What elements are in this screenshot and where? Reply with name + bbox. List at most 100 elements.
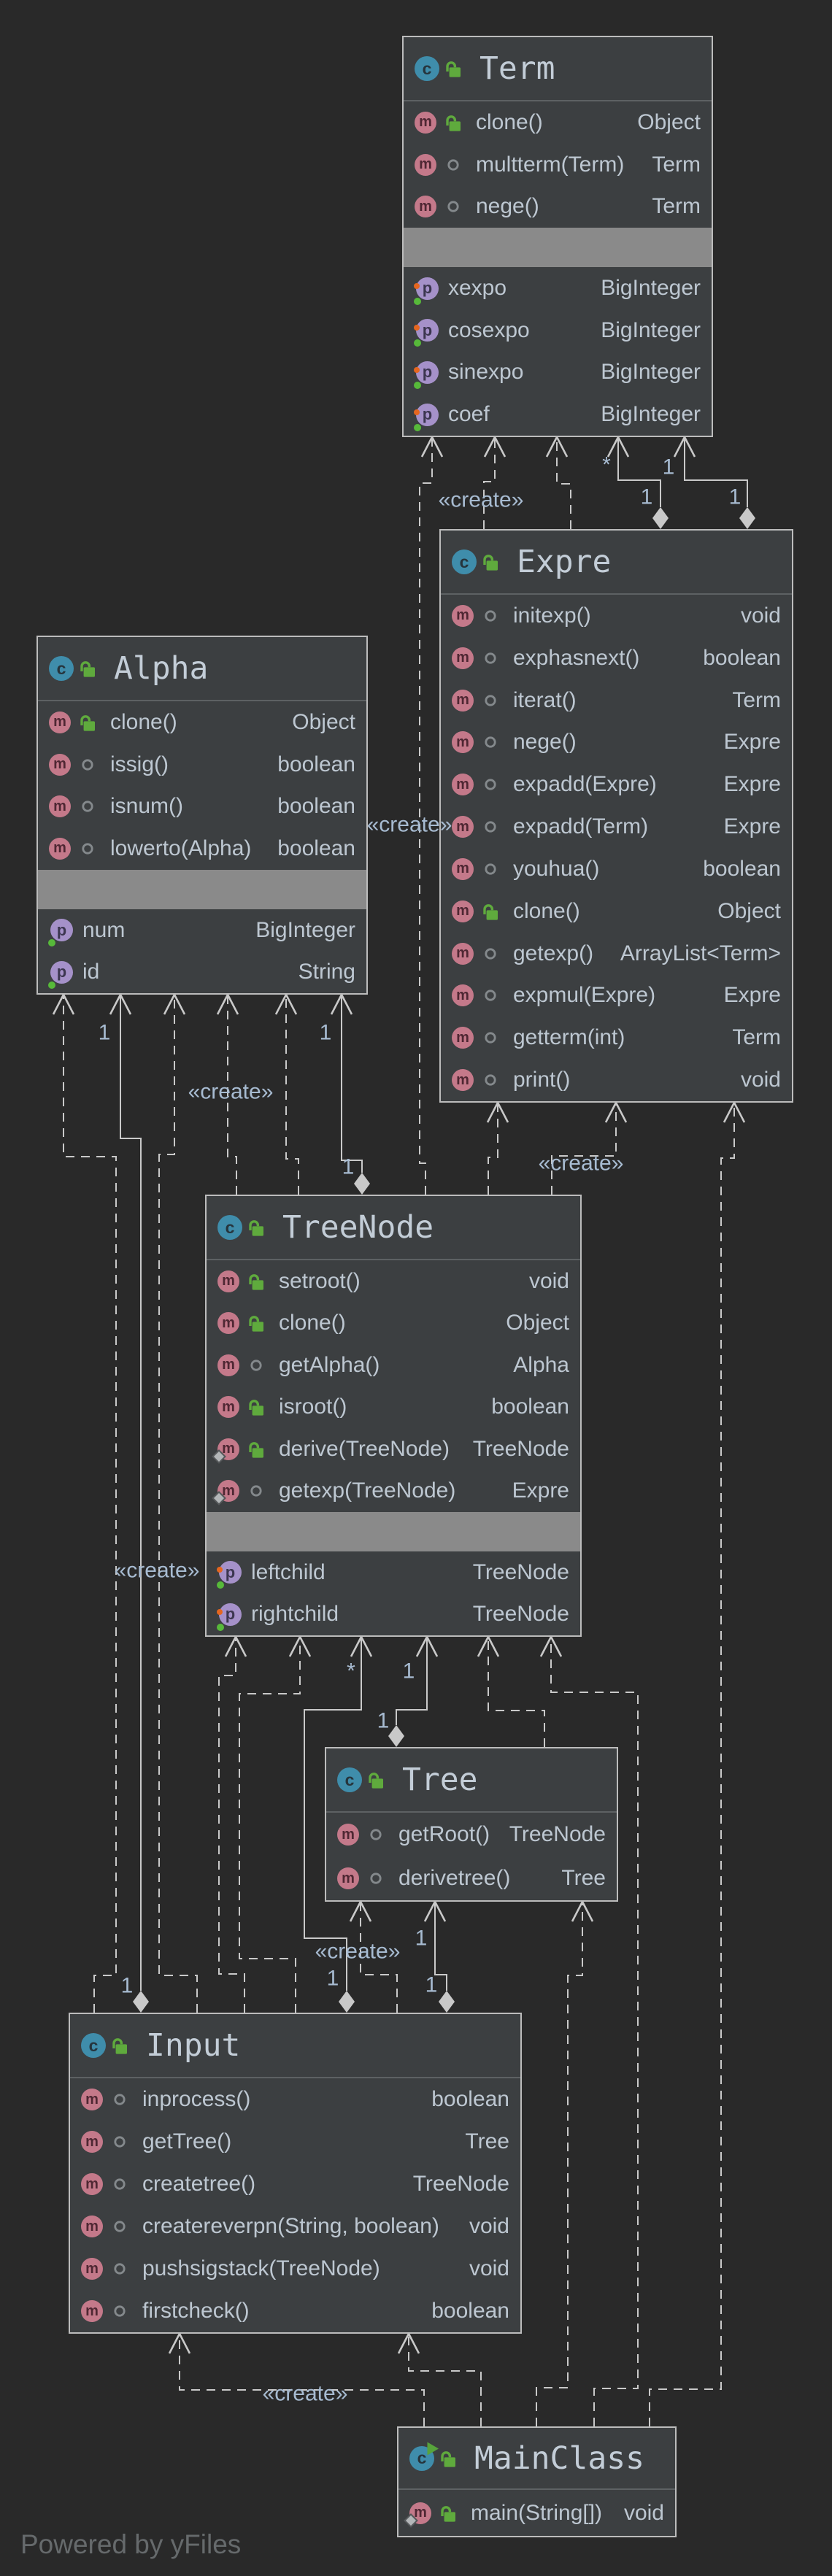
method-row-input-3[interactable]: m createreverpn(String, boolean) void [70,2205,520,2248]
method-icon: m [452,1027,474,1049]
method-row-expre-3[interactable]: m nege() Expre [441,721,792,763]
visibility-ring-icon [82,843,93,855]
property-row-treenode-0[interactable]: p leftchild TreeNode [207,1551,580,1594]
visibility-ring-icon [82,801,93,812]
public-lock-icon [483,903,498,920]
method-return-type: Expre [723,772,781,797]
method-name: youhua() [513,856,600,881]
method-row-term-0[interactable]: m clone() Object [404,101,712,144]
method-row-expre-4[interactable]: m expadd(Expre) Expre [441,763,792,806]
method-row-treenode-2[interactable]: m getAlpha() Alpha [207,1344,580,1387]
static-diamond-badge [212,1491,226,1506]
method-row-input-0[interactable]: m inprocess() boolean [70,2078,520,2121]
method-name: nege() [476,194,539,219]
visibility-ring-icon [447,158,459,171]
method-row-alpha-0[interactable]: m clone() Object [38,701,366,744]
property-row-alpha-0[interactable]: p num BigInteger [38,909,366,952]
method-icon: m [212,1438,239,1464]
open-arrowhead-icon [420,435,444,458]
open-arrowhead-icon [723,1100,746,1123]
method-icon: m [49,753,71,776]
method-return-type: void [623,2500,664,2525]
class-header-term: c Term [404,37,712,101]
composition-diamond-icon [652,507,669,529]
method-name: getTree() [142,2129,232,2153]
method-row-input-2[interactable]: m createtree() TreeNode [70,2163,520,2205]
property-type: TreeNode [472,1559,569,1584]
class-icon: c [337,1767,362,1792]
method-row-alpha-3[interactable]: m lowerto(Alpha) boolean [38,828,366,870]
visibility-ring-icon [447,201,459,212]
method-row-expre-7[interactable]: m clone() Object [441,890,792,933]
method-row-treenode-1[interactable]: m clone() Object [207,1303,580,1345]
class-node-alpha[interactable]: c Alpha m clone() Object m issig() boole… [36,636,368,995]
method-name: clone() [279,1311,346,1335]
method-icon: m [452,1069,474,1092]
method-row-alpha-2[interactable]: m isnum() boolean [38,785,366,828]
property-row-term-0[interactable]: p xexpo BigInteger [404,267,712,309]
public-lock-icon [80,661,95,677]
method-name: createreverpn(String, boolean) [142,2214,439,2238]
method-icon: m [212,1480,239,1506]
method-icon: m [415,153,436,176]
method-row-treenode-4[interactable]: m derive(TreeNode) TreeNode [207,1428,580,1470]
property-row-treenode-1[interactable]: p rightchild TreeNode [207,1594,580,1636]
method-row-term-2[interactable]: m nege() Term [404,185,712,228]
property-row-alpha-1[interactable]: p id String [38,951,366,993]
method-row-expre-2[interactable]: m iterat() Term [441,679,792,722]
method-row-treenode-5[interactable]: m getexp(TreeNode) Expre [207,1470,580,1513]
public-lock-icon [112,2038,127,2054]
method-row-expre-10[interactable]: m getterm(int) Term [441,1017,792,1059]
visibility-ring-icon [114,2221,126,2232]
method-row-input-1[interactable]: m getTree() Tree [70,2121,520,2163]
method-name: expadd(Expre) [513,772,657,797]
method-icon: m [49,711,71,733]
composition-diamond-icon [388,1725,404,1747]
public-lock-icon [80,715,95,731]
method-row-treenode-3[interactable]: m isroot() boolean [207,1387,580,1429]
method-row-expre-0[interactable]: m initexp() void [441,595,792,637]
method-row-alpha-1[interactable]: m issig() boolean [38,744,366,786]
method-row-expre-8[interactable]: m getexp() ArrayList<Term> [441,933,792,975]
method-row-expre-11[interactable]: m print() void [441,1059,792,1101]
method-row-input-4[interactable]: m pushsigstack(TreeNode) void [70,2248,520,2290]
method-row-expre-9[interactable]: m expmul(Expre) Expre [441,974,792,1017]
method-icon: m [81,2173,103,2195]
visibility-ring-icon [485,863,496,875]
class-node-tree[interactable]: c Tree m getRoot() TreeNode m derivetree… [325,1747,618,1902]
property-row-term-3[interactable]: p coef BigInteger [404,393,712,436]
edge-treenode-alpha-2 [285,995,299,1195]
open-arrowhead-icon [477,1635,500,1657]
method-row-term-1[interactable]: m multterm(Term) Term [404,144,712,186]
class-header-treenode: c TreeNode [207,1196,580,1260]
green-dot-icon [48,939,55,947]
edge-input-alpha-3 [158,995,198,2013]
class-icon: c [409,2442,439,2471]
method-icon: m [452,689,474,712]
method-row-expre-1[interactable]: m exphasnext() boolean [441,637,792,679]
edge-input-tree-2 [434,1902,447,1991]
method-row-expre-5[interactable]: m expadd(Term) Expre [441,806,792,848]
class-node-treenode[interactable]: c TreeNode m setroot() void m clone() Ob… [205,1195,582,1637]
property-row-term-1[interactable]: p cosexpo BigInteger [404,309,712,352]
method-row-treenode-0[interactable]: m setroot() void [207,1260,580,1303]
method-icon: m [49,795,71,818]
public-lock-icon [446,61,461,77]
method-return-type: Expre [723,730,781,755]
method-return-type: Tree [561,1866,606,1890]
class-node-input[interactable]: c Input m inprocess() boolean m getTree(… [69,2013,522,2334]
class-node-mainclass[interactable]: c MainClass m main(String[]) void [397,2426,677,2537]
method-row-mainclass-0[interactable]: m main(String[]) void [398,2490,675,2536]
method-row-expre-6[interactable]: m youhua() boolean [441,848,792,890]
class-node-expre[interactable]: c Expre m initexp() void m exphasnext() … [439,529,793,1103]
method-row-input-5[interactable]: m firstcheck() boolean [70,2290,520,2332]
class-node-term[interactable]: c Term m clone() Object m multterm(Term)… [402,36,713,437]
method-row-tree-1[interactable]: m derivetree() Tree [326,1856,617,1900]
property-row-term-2[interactable]: p sinexpo BigInteger [404,352,712,394]
open-arrowhead-icon [109,992,132,1015]
method-row-tree-0[interactable]: m getRoot() TreeNode [326,1813,617,1856]
property-type: BigInteger [255,917,355,942]
method-name: expmul(Expre) [513,983,656,1008]
